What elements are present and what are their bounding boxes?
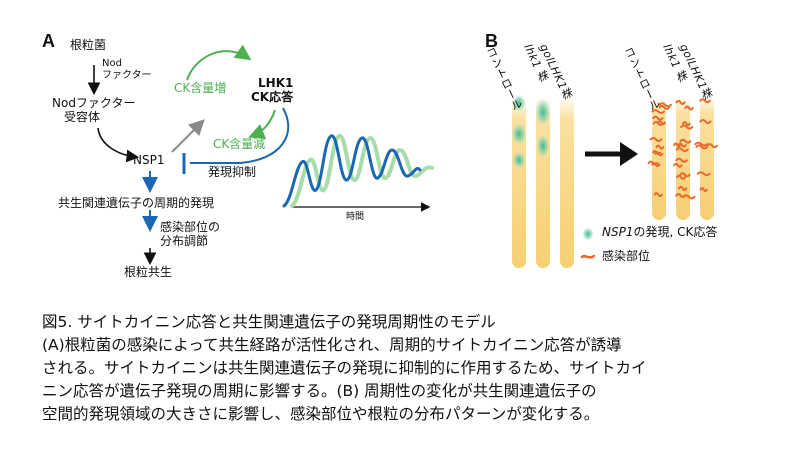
infection-mark [699, 187, 708, 193]
receptor-label-2: 受容体 [64, 110, 101, 124]
distribution-label-2: 分布調節 [160, 234, 209, 248]
rhizobia-label: 根粒菌 [70, 38, 107, 52]
nsp1-expression-wave [282, 134, 422, 208]
caption-line: (A)根粒菌の感染によって共生経路が活性化され、周期的サイトカイニン応答が誘導 [42, 336, 622, 354]
pathway-arrows [87, 44, 290, 266]
ck-response-label: CK応答 [251, 90, 294, 104]
infection-mark [658, 102, 673, 108]
ck-response-wave [290, 133, 434, 208]
infection-mark [651, 109, 666, 115]
infection-mark [682, 194, 696, 200]
infection-mark [675, 157, 688, 163]
infection-mark [706, 143, 718, 149]
ck-decrease-label: CK含量減 [213, 137, 266, 151]
infection-mark [677, 142, 687, 148]
infection-mark [699, 98, 711, 104]
infection-sites [647, 98, 718, 200]
panel-a-letter: A [42, 31, 55, 51]
infection-mark [656, 120, 666, 126]
roots-after [652, 98, 714, 220]
distribution-label-1: 感染部位の [160, 220, 221, 234]
nodule-symbiosis-label: 根粒共生 [124, 265, 173, 279]
nsp1-spot [535, 98, 551, 126]
infection-mark [675, 99, 686, 105]
infection-mark [682, 121, 691, 127]
nod-factor-label-2: ファクター [102, 70, 152, 81]
infection-mark [680, 124, 694, 130]
nsp1-label: NSP1 [133, 153, 165, 167]
infection-mark [677, 185, 688, 191]
figure-caption: 図5. サイトカイニン応答と共生関連遺伝子の発現周期性のモデル (A)根粒菌の感… [42, 311, 787, 426]
infection-mark [658, 105, 671, 111]
infection-mark [652, 150, 662, 155]
caption-title: 図5. サイトカイニン応答と共生関連遺伝子の発現周期性のモデル [42, 313, 496, 331]
legend-nsp1-gene: NSP1 [602, 225, 634, 239]
roots-before [511, 94, 574, 268]
legend-nsp1-glyph [582, 227, 594, 241]
infection-mark [673, 162, 683, 168]
infection-mark [679, 138, 692, 144]
transition-arrow [585, 142, 638, 166]
caption-line: ニン応答が遺伝子発現の周期に影響する。(B) 周期性の変化が共生関連遺伝子の [42, 382, 597, 400]
infection-mark [699, 119, 712, 125]
infection-mark [655, 144, 665, 150]
nsp1-spot [512, 94, 526, 112]
expression-inhibition-label: 発現抑制 [208, 165, 257, 179]
infection-mark [653, 192, 663, 198]
time-axis-label: 時間 [346, 212, 365, 222]
infection-mark [675, 174, 686, 180]
infection-mark [684, 105, 694, 111]
nod-factor-label-1: Nod [102, 58, 122, 69]
infection-mark [695, 144, 709, 150]
receptor-label-1: Nodファクター [52, 96, 136, 110]
infection-mark [694, 141, 709, 147]
ck-increase-label: CK含量増 [174, 81, 227, 95]
lhk1-label: LHK1 [258, 76, 294, 90]
legend-nsp1-text: の発現, CK応答 [633, 225, 718, 239]
infection-mark [651, 162, 661, 167]
infection-mark [696, 171, 711, 177]
infection-mark [679, 172, 691, 178]
nsp1-spot [512, 151, 526, 169]
nsp1-spot [536, 134, 550, 158]
oscillation-plot [282, 133, 434, 212]
nsp1-spot [511, 123, 527, 145]
legend-infection-glyph [580, 254, 596, 259]
legend-infection-label: 感染部位 [602, 249, 651, 263]
periodic-expression-label: 共生関連遺伝子の周期的発現 [58, 196, 215, 210]
legend-nsp1-label: NSP1の発現, CK応答 [602, 225, 718, 240]
infection-mark [675, 147, 689, 153]
infection-mark [673, 142, 682, 148]
caption-line: される。サイトカイニンは共生関連遺伝子の発現に抑制的に作用するため、サイトカイ [42, 359, 647, 377]
infection-mark [652, 115, 664, 121]
caption-line: 空間的発現領域の大きさに影響し、感染部位や根粒の分布パターンが変化する。 [42, 405, 600, 423]
infection-mark [649, 136, 663, 142]
panel-b-letter: B [485, 31, 498, 51]
